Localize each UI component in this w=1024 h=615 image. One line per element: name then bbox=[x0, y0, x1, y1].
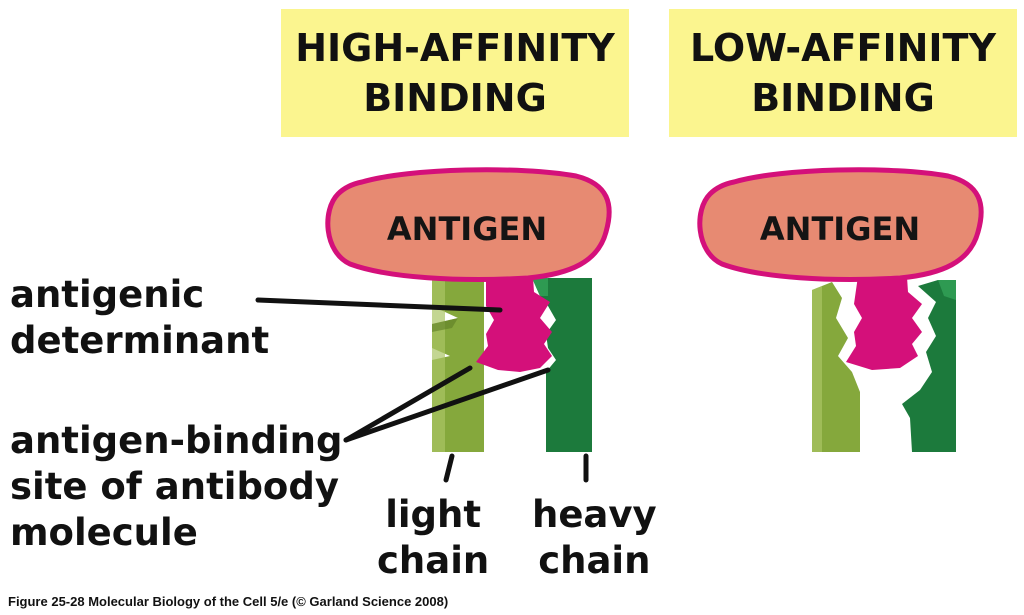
antigen-body-high bbox=[325, 167, 612, 282]
label-light-line1: light bbox=[385, 493, 482, 536]
pointer-lines bbox=[255, 297, 589, 483]
label-determinant-line1: antigenic bbox=[10, 273, 205, 316]
label-heavy-chain: heavy chain bbox=[532, 492, 657, 584]
title-low-line1: LOW-AFFINITY bbox=[690, 26, 996, 70]
label-light-chain: light chain bbox=[377, 492, 489, 584]
title-high-line1: HIGH-AFFINITY bbox=[295, 26, 615, 70]
light-chain-high bbox=[432, 278, 484, 452]
label-binding-site-line1: antigen-binding bbox=[10, 419, 343, 462]
label-determinant-line2: determinant bbox=[10, 319, 270, 362]
high-affinity-complex: ANTIGEN bbox=[325, 167, 612, 452]
heavy-chain-low bbox=[902, 280, 956, 452]
label-light-line2: chain bbox=[377, 539, 490, 582]
label-antigenic-determinant: antigenic determinant bbox=[10, 272, 269, 364]
label-heavy-line1: heavy bbox=[532, 493, 657, 536]
heavy-chain-high bbox=[532, 278, 592, 452]
title-high-line2: BINDING bbox=[363, 76, 547, 120]
antigenic-determinant-high bbox=[476, 262, 552, 372]
low-affinity-complex: ANTIGEN bbox=[697, 167, 984, 452]
label-heavy-line2: chain bbox=[538, 539, 651, 582]
title-low-line2: BINDING bbox=[751, 76, 935, 120]
antigen-label-low: ANTIGEN bbox=[760, 210, 920, 248]
title-high-affinity: HIGH-AFFINITY BINDING bbox=[281, 9, 629, 137]
antigenic-determinant-low bbox=[846, 262, 922, 370]
title-low-affinity: LOW-AFFINITY BINDING bbox=[669, 9, 1017, 137]
label-binding-site-line3: molecule bbox=[10, 511, 198, 554]
light-chain-low bbox=[812, 282, 860, 452]
determinant-pointer bbox=[255, 297, 503, 313]
antigen-body-low bbox=[697, 167, 984, 282]
antigen-label-high: ANTIGEN bbox=[387, 210, 547, 248]
label-binding-site-line2: site of antibody bbox=[10, 465, 339, 508]
figure-caption: Figure 25-28 Molecular Biology of the Ce… bbox=[8, 594, 449, 609]
binding-site-pointer-light bbox=[343, 365, 473, 443]
light-chain-pointer bbox=[443, 453, 455, 483]
label-antigen-binding-site: antigen-binding site of antibody molecul… bbox=[10, 418, 342, 556]
binding-site-pointer-heavy bbox=[343, 367, 551, 443]
